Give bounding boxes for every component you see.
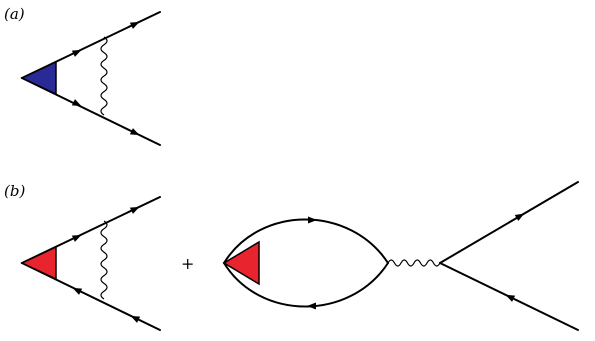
panel-b-bubble-vertex-triangle <box>222 240 260 286</box>
panel-b-photon-line <box>100 220 108 300</box>
panel-a-arrow-lower-1 <box>71 99 82 107</box>
panel-a-photon-line <box>100 36 108 116</box>
panel-b-vertex-diagram <box>20 196 161 331</box>
panel-b-label: (b) <box>4 182 25 200</box>
panel-b-bubble-diagram <box>222 181 579 331</box>
panel-b-arrow-upper-2 <box>129 206 140 214</box>
plus-sign: + <box>181 254 194 273</box>
panel-b-arrow-lower-1 <box>72 287 83 295</box>
panel-a-label: (a) <box>4 5 25 23</box>
panel-b: (b) + <box>4 181 579 331</box>
bubble-arrow-lower <box>307 302 316 310</box>
bubble-upper-arc <box>223 218 389 264</box>
bubble-arrow-out-lower <box>505 294 516 302</box>
bubble-photon-line <box>387 259 441 267</box>
panel-a-vertex-triangle <box>20 60 57 96</box>
panel-a: (a) <box>4 5 161 146</box>
panel-a-arrow-upper-1 <box>71 49 82 57</box>
panel-a-arrow-lower-2 <box>129 128 140 136</box>
bubble-outgoing-upper-line <box>439 181 579 264</box>
bubble-lower-arc <box>223 262 389 308</box>
panel-b-arrow-upper-1 <box>71 234 82 242</box>
bubble-arrow-out-upper <box>514 213 525 222</box>
panel-b-arrow-lower-2 <box>130 315 141 323</box>
panel-a-arrow-upper-2 <box>129 21 140 29</box>
panel-b-vertex-triangle <box>20 245 57 281</box>
bubble-arrow-upper <box>308 216 317 224</box>
